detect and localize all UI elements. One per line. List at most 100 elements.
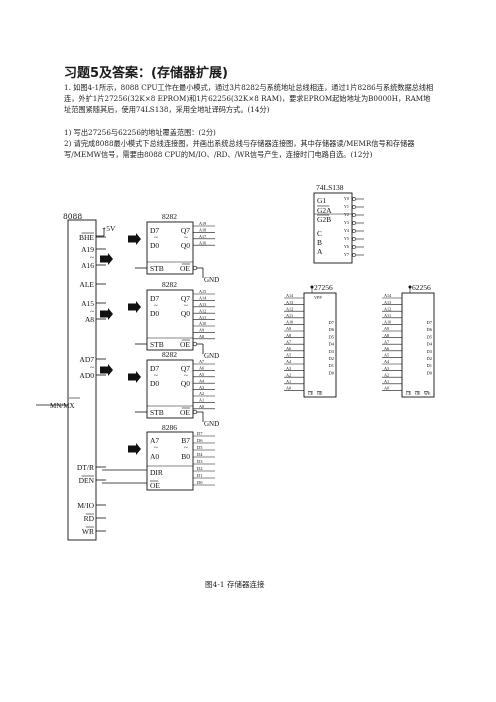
cpu-pin-7: A8 xyxy=(85,315,94,324)
data-out-label-5: D2 xyxy=(197,466,203,471)
latch-in-arrow-0 xyxy=(128,233,141,245)
cpu-pin-6: ~ xyxy=(90,307,94,316)
question-paragraph-3: 2) 请完成8088最小模式下总线连接图，并画出系统总线与存储器连接图，其中存储… xyxy=(64,139,415,159)
data-out-label-1: D6 xyxy=(197,438,203,443)
decoder-body xyxy=(313,192,353,264)
vcc-label: +5V xyxy=(102,224,116,233)
ram-addr-2: A12 xyxy=(384,306,391,311)
latch-out-tilde-0: ~ xyxy=(184,234,188,242)
eprom-data-5: D2 xyxy=(329,356,335,361)
latch-gnd-1: GND xyxy=(204,352,219,360)
ram-data-7: D0 xyxy=(427,370,433,375)
eprom-data-2: D5 xyxy=(329,334,335,339)
ram-body xyxy=(401,292,435,398)
eprom-addr-6: A8 xyxy=(286,333,291,338)
latch-out-label-2-6: A1 xyxy=(199,398,204,403)
latch-in-tilde-2: ~ xyxy=(154,372,158,380)
latch-out-label-1-4: A11 xyxy=(199,315,206,320)
xcvr-in-arrow xyxy=(128,443,141,455)
latch-out-label-2-2: A5 xyxy=(199,372,204,377)
latch-out-label-2-3: A4 xyxy=(199,378,205,383)
xcvr-oe: OE xyxy=(150,481,160,490)
decoder-out-bubble-3 xyxy=(352,221,356,225)
ram-addr-14: A0 xyxy=(384,386,389,391)
decoder-in-c: C xyxy=(317,229,322,238)
latch-out-label-2-7: A0 xyxy=(199,404,204,409)
eprom-body xyxy=(303,292,337,398)
eprom-ctrl-oe: OE xyxy=(317,391,323,396)
cpu-label: 8088 xyxy=(63,212,83,221)
decoder-out-5: Y5 xyxy=(344,236,349,241)
memory-chips: 27256A14A13A12A11A10A9A8A7A6A5A4A3A2A1A0… xyxy=(284,283,435,398)
ram-addr-8: A6 xyxy=(384,346,389,351)
cpu-pin-15: RD xyxy=(84,514,95,523)
latch-oe-0: OE xyxy=(180,264,190,273)
ram-addr-9: A5 xyxy=(384,353,389,358)
decoder-out-bubble-6 xyxy=(352,245,356,249)
eprom-addr-8: A6 xyxy=(286,346,291,351)
eprom-addr-12: A2 xyxy=(286,372,291,377)
xcvr-b-hi: B7 xyxy=(181,436,190,445)
decoder-out-bubble-5 xyxy=(352,237,356,241)
decoder-in-a: A xyxy=(317,247,323,256)
xcvr-a-hi: A7 xyxy=(150,436,159,445)
latch-out-label-0-0: A19 xyxy=(199,221,206,226)
xcvr-b-tilde: ~ xyxy=(184,444,188,452)
data-out-label-7: D0 xyxy=(197,480,203,485)
eprom-data-4: D3 xyxy=(329,349,335,354)
latch-out-lo-2: Q0 xyxy=(181,379,190,388)
xcvr-dir: DIR xyxy=(150,468,163,477)
latch-out-label-1-1: A14 xyxy=(199,296,207,301)
latch-label-2: 8282 xyxy=(162,350,177,359)
ram-ctrl-we: WE xyxy=(424,391,431,396)
latch-oe-1: OE xyxy=(180,340,190,349)
eprom-addr-3: A11 xyxy=(286,313,293,318)
latch-out-label-1-7: A8 xyxy=(199,334,204,339)
decoder-label: 74LS138 xyxy=(316,183,344,192)
decoder-out-bubble-4 xyxy=(352,229,356,233)
page-title: 习题5及答案：(存储器扩展) xyxy=(64,66,228,81)
latch-out-label-2-4: A3 xyxy=(199,385,204,390)
latch-out-tilde-2: ~ xyxy=(184,372,188,380)
xcvr-body xyxy=(146,431,194,491)
cpu-pin-12: DT/R xyxy=(77,463,94,472)
latch-out-label-2-1: A6 xyxy=(199,366,204,371)
latch-out-label-0-2: A17 xyxy=(199,234,206,239)
eprom-ctrl-ce: CE xyxy=(308,391,314,396)
eprom-data-1: D6 xyxy=(329,327,335,332)
decoder-out-7: Y7 xyxy=(344,252,349,257)
ram-addr-10: A4 xyxy=(384,359,390,364)
latch-out-tilde-1: ~ xyxy=(184,302,188,310)
xcvr-label: 8286 xyxy=(162,423,177,432)
eprom-addr-9: A5 xyxy=(286,353,291,358)
decoder-out-bubble-2 xyxy=(352,213,356,217)
xcvr-a-lo: A0 xyxy=(150,452,159,461)
question-paragraph-2: 1) 写出27256与62256的地址覆盖范围：(2分) xyxy=(64,128,216,137)
latch-out-hi-0: Q7 xyxy=(181,226,190,235)
eprom-addr-2: A12 xyxy=(286,306,293,311)
latch-out-label-1-3: A12 xyxy=(199,308,206,313)
eprom-addr-1: A13 xyxy=(286,300,293,305)
ram-data-5: D2 xyxy=(427,356,433,361)
eprom-addr-7: A7 xyxy=(286,339,291,344)
eprom-data-6: D1 xyxy=(329,363,335,368)
ram-data-0: D7 xyxy=(427,320,433,325)
latch-oe-bubble-1 xyxy=(192,341,198,347)
ram-ctrl-ce: CE xyxy=(406,391,412,396)
eprom-data-0: D7 xyxy=(329,320,335,325)
latch-body-1 xyxy=(146,289,194,351)
latch-label-0: 8282 xyxy=(162,212,177,221)
ram-data-2: D5 xyxy=(427,334,433,339)
xcvr-b-lo: B0 xyxy=(181,452,190,461)
latch-in-hi-2: D7 xyxy=(150,364,159,373)
latch-out-label-1-2: A13 xyxy=(199,302,206,307)
eprom-addr-14: A0 xyxy=(286,386,291,391)
latch-in-lo-0: D0 xyxy=(150,241,159,250)
ram-addr-13: A1 xyxy=(384,379,389,384)
latch-out-label-0-3: A16 xyxy=(199,240,206,245)
latch-in-arrow-1 xyxy=(128,301,141,313)
xcvr-a-tilde: ~ xyxy=(154,444,158,452)
cpu-pin-mn-mx: MN/MX xyxy=(50,402,75,410)
